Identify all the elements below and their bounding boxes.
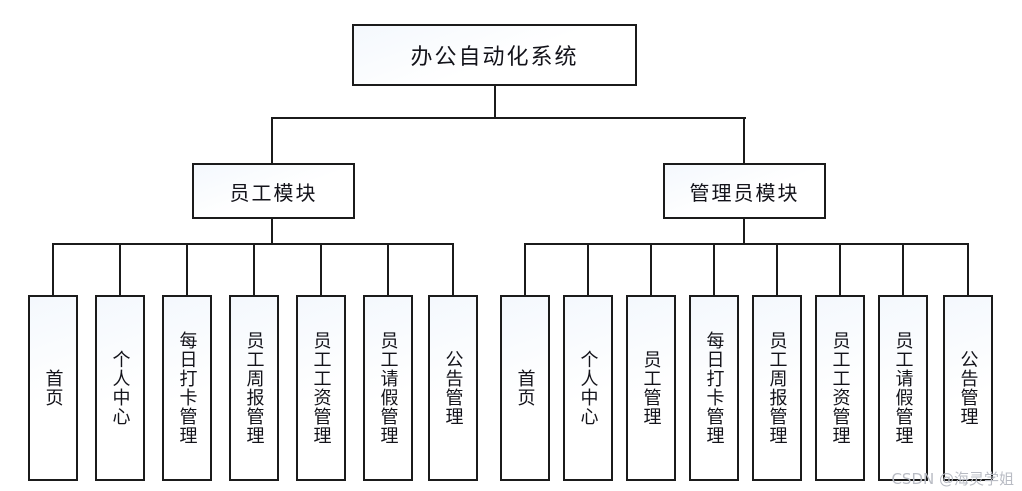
connector-drop-employee-2	[119, 243, 121, 295]
leaf-node-admin-4[interactable]: 每日打卡管理	[689, 295, 739, 481]
leaf-node-label: 员工工资管理	[310, 331, 332, 445]
leaf-node-label: 公告管理	[957, 350, 979, 426]
connector-drop-employee-5	[320, 243, 322, 295]
leaf-node-label: 员工工资管理	[829, 331, 851, 445]
connector-drop-employee-1	[52, 243, 54, 295]
connector-drop-admin-8	[967, 243, 969, 295]
module-node-administrator[interactable]: 管理员模块	[663, 163, 826, 219]
connector-employee-stem	[271, 219, 273, 245]
connector-module-bus	[272, 117, 746, 119]
connector-admin-leaf-bus	[525, 243, 968, 245]
connector-root-stem	[494, 86, 496, 119]
leaf-node-employee-6[interactable]: 员工请假管理	[363, 295, 413, 481]
connector-drop-admin-2	[587, 243, 589, 295]
connector-drop-admin-4	[713, 243, 715, 295]
connector-drop-admin-3	[650, 243, 652, 295]
connector-drop-employee-6	[387, 243, 389, 295]
leaf-node-employee-1[interactable]: 首页	[28, 295, 78, 481]
connector-drop-employee-4	[253, 243, 255, 295]
connector-drop-employee-7	[452, 243, 454, 295]
root-node-label: 办公自动化系统	[410, 45, 579, 70]
leaf-node-label: 员工请假管理	[377, 331, 399, 445]
leaf-node-admin-2[interactable]: 个人中心	[563, 295, 613, 481]
leaf-node-admin-5[interactable]: 员工周报管理	[752, 295, 802, 481]
leaf-node-employee-7[interactable]: 公告管理	[428, 295, 478, 481]
leaf-node-label: 首页	[42, 369, 64, 407]
leaf-node-label: 员工管理	[640, 350, 662, 426]
root-node-office-automation-system[interactable]: 办公自动化系统	[352, 24, 637, 86]
leaf-node-label: 员工周报管理	[766, 331, 788, 445]
leaf-node-label: 每日打卡管理	[176, 331, 198, 445]
leaf-node-admin-6[interactable]: 员工工资管理	[815, 295, 865, 481]
module-node-employee-label: 员工模块	[229, 180, 318, 205]
connector-drop-employee-module	[271, 117, 273, 164]
module-node-employee[interactable]: 员工模块	[192, 163, 355, 219]
leaf-node-admin-8[interactable]: 公告管理	[943, 295, 993, 481]
leaf-node-employee-2[interactable]: 个人中心	[95, 295, 145, 481]
leaf-node-admin-3[interactable]: 员工管理	[626, 295, 676, 481]
leaf-node-label: 每日打卡管理	[703, 331, 725, 445]
leaf-node-label: 个人中心	[577, 350, 599, 426]
module-node-administrator-label: 管理员模块	[689, 180, 800, 205]
leaf-node-label: 首页	[514, 369, 536, 407]
leaf-node-label: 公告管理	[442, 350, 464, 426]
leaf-node-admin-1[interactable]: 首页	[500, 295, 550, 481]
connector-drop-employee-3	[186, 243, 188, 295]
leaf-node-employee-4[interactable]: 员工周报管理	[229, 295, 279, 481]
connector-drop-admin-1	[524, 243, 526, 295]
leaf-node-employee-3[interactable]: 每日打卡管理	[162, 295, 212, 481]
connector-admin-stem	[743, 219, 745, 245]
leaf-node-label: 个人中心	[109, 350, 131, 426]
connector-drop-admin-module	[743, 117, 745, 164]
leaf-node-admin-7[interactable]: 员工请假管理	[878, 295, 928, 481]
leaf-node-label: 员工周报管理	[243, 331, 265, 445]
connector-drop-admin-7	[902, 243, 904, 295]
leaf-node-employee-5[interactable]: 员工工资管理	[296, 295, 346, 481]
leaf-node-label: 员工请假管理	[892, 331, 914, 445]
connector-drop-admin-6	[839, 243, 841, 295]
connector-drop-admin-5	[776, 243, 778, 295]
